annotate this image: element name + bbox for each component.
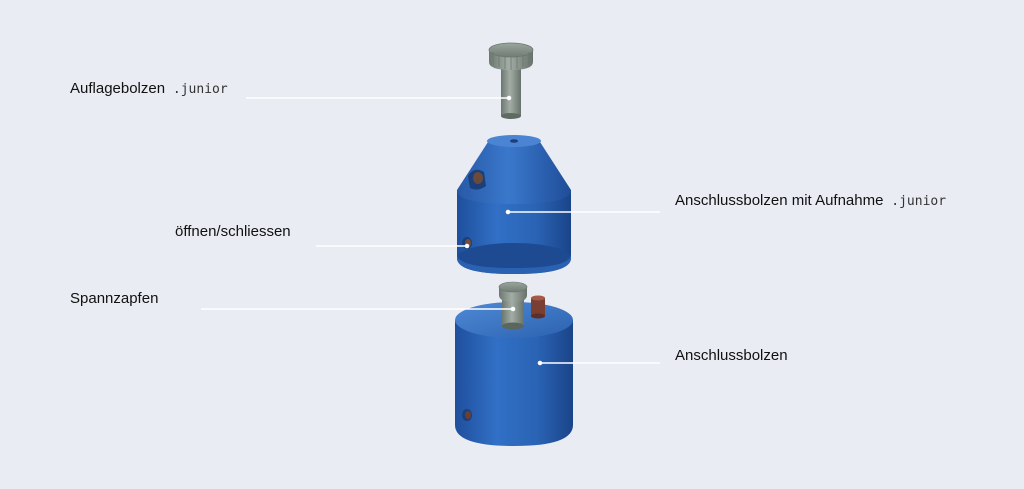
label-anschlussbolzen: Anschlussbolzen: [675, 347, 788, 364]
leader-lines: [201, 95, 660, 366]
upper-connection-body: [457, 135, 571, 274]
lower-connection-body: [455, 281, 573, 446]
auflagebolzen-pin: [488, 42, 534, 119]
label-auflagebolzen-suffix: .junior: [165, 82, 228, 97]
label-anschlussbolzen-mit-aufnahme: Anschlussbolzen mit Aufnahme .junior: [675, 192, 946, 211]
label-auflagebolzen: Auflagebolzen .junior: [70, 80, 228, 99]
label-anschluss-aufnahme-text: Anschlussbolzen mit Aufnahme: [675, 192, 884, 209]
label-oeffnen-schliessen: öffnen/schliessen: [175, 223, 291, 240]
label-auflagebolzen-text: Auflagebolzen: [70, 80, 166, 97]
label-anschluss-aufnahme-suffix: .junior: [883, 194, 947, 209]
label-spannzapfen: Spannzapfen: [70, 290, 159, 307]
